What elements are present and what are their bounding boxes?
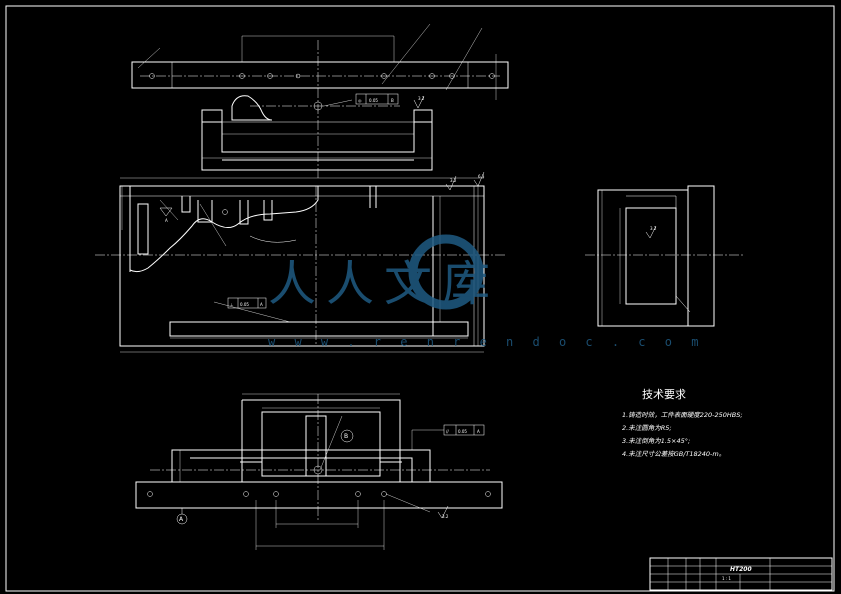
tolerance-value: 0.05 — [240, 302, 249, 307]
sheet-border — [5, 5, 835, 592]
tolerance-datum: B — [391, 98, 394, 103]
tech-requirement-item: 1.铸造时效，工件表面硬度220-250HBS; — [622, 411, 743, 419]
roughness-value: 6.3 — [478, 174, 485, 179]
watermark-url: w w w . r e n r e n d o c . c o m — [268, 335, 704, 349]
tolerance-frame-bottom: // 0.05 A — [443, 424, 485, 436]
datum-b-bottom: B — [340, 429, 354, 443]
tolerance-symbol: // — [446, 429, 449, 434]
tech-requirement-item: 3.未注倒角为1.5×45°; — [622, 437, 690, 445]
roughness-value: 3.2 — [442, 514, 449, 519]
roughness-mark-front-1: 3.2 — [445, 175, 457, 191]
tech-requirements-heading: 技术要求 — [642, 388, 686, 401]
datum-label: A — [179, 516, 184, 523]
tolerance-frame-top: ◎ 0.05 B — [355, 93, 399, 105]
datum-label: B — [344, 433, 348, 440]
tolerance-symbol: ⊥ — [230, 302, 234, 307]
tolerance-value: 0.05 — [369, 98, 378, 103]
title-block: HT200 1 : 1 — [649, 557, 833, 591]
datum-a-bottom: A — [176, 508, 188, 525]
side-view: 3.2 — [585, 185, 744, 327]
watermark: 人人文库 w w w . r e n r e n d o c . c o m — [268, 234, 704, 349]
roughness-mark: 3.2 — [413, 95, 425, 109]
title-material: HT200 — [730, 566, 752, 573]
watermark-text: 人人文库 — [268, 256, 500, 312]
roughness-mark-bottom: 3.2 — [437, 505, 449, 519]
tolerance-value: 0.05 — [458, 429, 467, 434]
front-view: A ⊥ 0.05 A 3.2 6.3 — [95, 171, 506, 353]
datum-label: A — [165, 218, 168, 223]
roughness-mark-side: 3.2 — [645, 225, 657, 239]
tech-requirements: 技术要求 1.铸造时效，工件表面硬度220-250HBS; 2.未注圆角为R5;… — [622, 388, 743, 458]
tolerance-frame-front: ⊥ 0.05 A — [227, 297, 267, 309]
tech-requirement-item: 2.未注圆角为R5; — [622, 424, 672, 432]
tolerance-datum: A — [477, 429, 480, 434]
bottom-view: A B // 0.05 A 3.2 — [135, 393, 503, 550]
tech-requirement-item: 4.未注尺寸公差按GB/T18240-m。 — [622, 450, 725, 458]
tolerance-datum: A — [260, 302, 263, 307]
top-view: ◎ 0.05 B 3.2 — [131, 23, 509, 180]
roughness-value: 3.2 — [650, 226, 657, 231]
title-scale: 1 : 1 — [722, 576, 731, 581]
roughness-value: 3.2 — [450, 178, 457, 183]
tolerance-symbol: ◎ — [358, 98, 362, 103]
roughness-mark-front-2: 6.3 — [473, 171, 485, 187]
datum-a-front: A — [159, 207, 173, 223]
watermark-logo-ring — [408, 234, 484, 310]
roughness-value: 3.2 — [418, 96, 425, 101]
